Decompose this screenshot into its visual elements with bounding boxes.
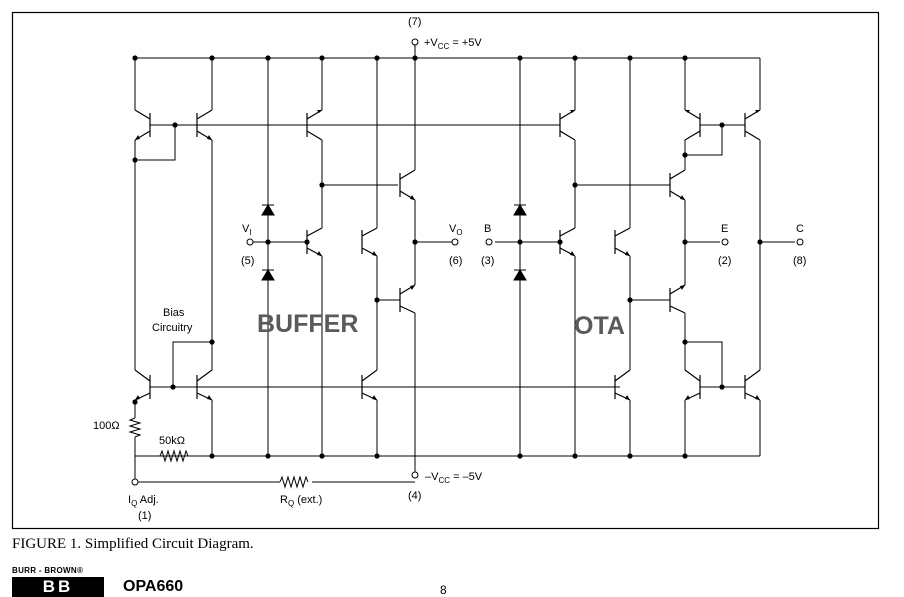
resistor-100-label: 100Ω — [93, 420, 120, 432]
transistor-q13 — [614, 227, 631, 257]
pin-vi-terminal — [246, 238, 254, 246]
pin-vi-label: VI — [242, 223, 252, 237]
transistor-q14 — [614, 369, 631, 401]
transistor-q9 — [399, 169, 416, 201]
pin-vo-num: (6) — [449, 255, 462, 267]
labels: (7) +VCC = +5V VI (5) VO (6) B (3) E (2)… — [93, 16, 806, 522]
brand-name: BURR - BROWN — [12, 566, 77, 575]
transistor-q3 — [134, 369, 151, 401]
diode-buffer-top — [261, 204, 275, 216]
pin-vcc-neg-terminal — [411, 471, 419, 479]
transistor-q7 — [361, 227, 378, 257]
bb-logo-block: BB — [12, 577, 104, 597]
ota-block-label: OTA — [574, 312, 625, 340]
transistor-q1 — [134, 109, 151, 141]
resistor-50k-ohm — [159, 449, 189, 463]
page-number: 8 — [440, 583, 447, 597]
transistor-q10 — [399, 284, 416, 314]
pin-c-label: C — [796, 223, 804, 235]
transistor-q20 — [744, 369, 761, 401]
pin-vo-label: VO — [449, 223, 463, 237]
pin-c-terminal — [796, 238, 804, 246]
transistor-q16 — [669, 284, 686, 314]
pin-e-num: (2) — [718, 255, 731, 267]
part-number: OPA660 — [123, 578, 184, 595]
transistor-q17 — [684, 109, 701, 141]
pin-terminals — [131, 38, 804, 486]
registered-mark: ® — [76, 566, 84, 575]
resistor-rq-ext — [279, 475, 309, 489]
pin-vo-terminal — [451, 238, 459, 246]
transistor-q19 — [684, 369, 701, 401]
diode-buffer-bottom — [261, 269, 275, 281]
pin-b-num: (3) — [481, 255, 494, 267]
wiring — [134, 44, 795, 483]
pin-vcc-neg-label: –VCC = –5V — [425, 471, 483, 485]
bias-label-line1: Bias — [163, 307, 185, 319]
pin-vi-num: (5) — [241, 255, 254, 267]
figure-caption: FIGURE 1. Simplified Circuit Diagram. — [12, 536, 254, 552]
pin-iq-terminal — [131, 478, 139, 486]
pin-vcc-pos-terminal — [411, 38, 419, 46]
transistors — [134, 109, 761, 401]
resistor-100-ohm — [128, 417, 142, 438]
transistor-q18 — [744, 109, 761, 141]
pin-e-label: E — [721, 223, 728, 235]
transistor-q8 — [361, 369, 378, 401]
resistor-50k-label: 50kΩ — [159, 435, 185, 447]
circuit-diagram: (7) +VCC = +5V VI (5) VO (6) B (3) E (2)… — [11, 11, 880, 530]
figure-frame — [11, 11, 880, 530]
pin-vcc-pos-num: (7) — [408, 16, 421, 28]
transistor-q15 — [669, 169, 686, 201]
junction-dots — [132, 55, 763, 459]
pin-vcc-pos-label: +VCC = +5V — [424, 37, 482, 51]
diode-ota-bottom — [513, 269, 527, 281]
pin-c-num: (8) — [793, 255, 806, 267]
burr-brown-logo: BURR - BROWN® BB — [12, 566, 108, 597]
bias-label-line2: Circuitry — [152, 322, 193, 334]
transistor-q4 — [196, 369, 213, 401]
pin-b-label: B — [484, 223, 491, 235]
pin-iq-num: (1) — [138, 510, 151, 522]
pin-vcc-neg-num: (4) — [408, 490, 421, 502]
pin-e-terminal — [721, 238, 729, 246]
emitter-arrows — [135, 110, 760, 400]
diode-ota-top — [513, 204, 527, 216]
transistor-q11 — [559, 109, 576, 141]
pin-b-terminal — [485, 238, 493, 246]
pin-iq-label: IQ Adj. — [128, 494, 159, 508]
buffer-block-label: BUFFER — [257, 310, 358, 338]
resistors — [128, 417, 309, 489]
pin-rq-label: RQ (ext.) — [280, 494, 322, 508]
diodes — [261, 204, 527, 281]
